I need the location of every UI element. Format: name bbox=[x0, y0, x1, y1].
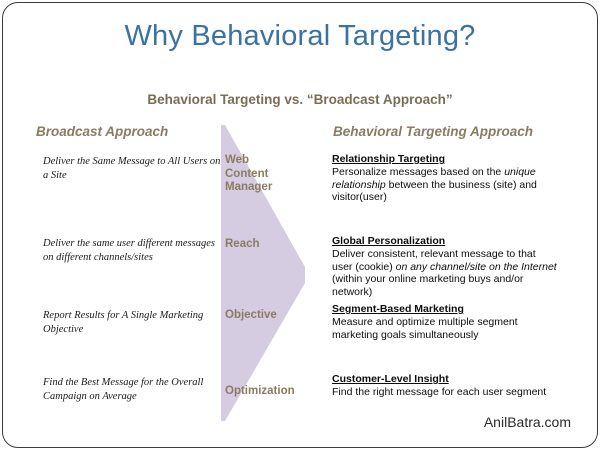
stage-line: Objective bbox=[225, 309, 277, 321]
stage-label-reach: Reach bbox=[225, 238, 260, 252]
stage-line: Content bbox=[225, 167, 269, 180]
broadcast-item-4: Find the Best Message for the Overall Ca… bbox=[43, 377, 204, 402]
column-header-behavioral: Behavioral Targeting Approach bbox=[333, 124, 534, 139]
behavioral-item-heading: Global Personalization bbox=[332, 235, 446, 247]
stage-label-optimization: Optimization bbox=[225, 385, 295, 399]
behavioral-item-body: Personalize messages based on the unique… bbox=[332, 166, 537, 204]
slide-subtitle: Behavioral Targeting vs. “Broadcast Appr… bbox=[147, 92, 453, 107]
broadcast-item-1: Deliver the Same Message to All Users on… bbox=[43, 156, 221, 181]
stage-label-objective: Objective bbox=[225, 309, 277, 323]
behavioral-item-body: Deliver consistent, relevant message to … bbox=[332, 248, 557, 298]
process-arrow-shape bbox=[219, 123, 309, 423]
stage-line: Web bbox=[225, 154, 250, 166]
behavioral-item-3: Segment-Based Marketing Measure and opti… bbox=[332, 303, 557, 341]
behavioral-item-4: Customer-Level Insight Find the right me… bbox=[332, 373, 557, 399]
behavioral-item-body: Find the right message for each user seg… bbox=[332, 386, 547, 399]
behavioral-item-2: Global Personalization Deliver consisten… bbox=[332, 235, 557, 298]
behavioral-item-heading: Customer-Level Insight bbox=[332, 373, 449, 385]
stage-line: Optimization bbox=[225, 385, 295, 397]
stage-line: Reach bbox=[225, 238, 260, 250]
page-title: Why Behavioral Targeting? bbox=[124, 20, 476, 52]
behavioral-item-heading: Relationship Targeting bbox=[332, 153, 445, 165]
behavioral-item-1: Relationship Targeting Personalize messa… bbox=[332, 153, 557, 204]
stage-label-web-content-manager: Web Content Manager bbox=[225, 154, 272, 195]
stage-line: Manager bbox=[225, 181, 273, 193]
broadcast-item-3: Report Results for A Single Marketing Ob… bbox=[43, 310, 204, 335]
behavioral-item-heading: Segment-Based Marketing bbox=[332, 303, 464, 315]
behavioral-item-body: Measure and optimize multiple segment ma… bbox=[332, 316, 518, 341]
broadcast-item-2: Deliver the same user different messages… bbox=[43, 238, 215, 263]
column-header-broadcast: Broadcast Approach bbox=[36, 124, 169, 139]
attribution-footer: AnilBatra.com bbox=[483, 414, 571, 430]
